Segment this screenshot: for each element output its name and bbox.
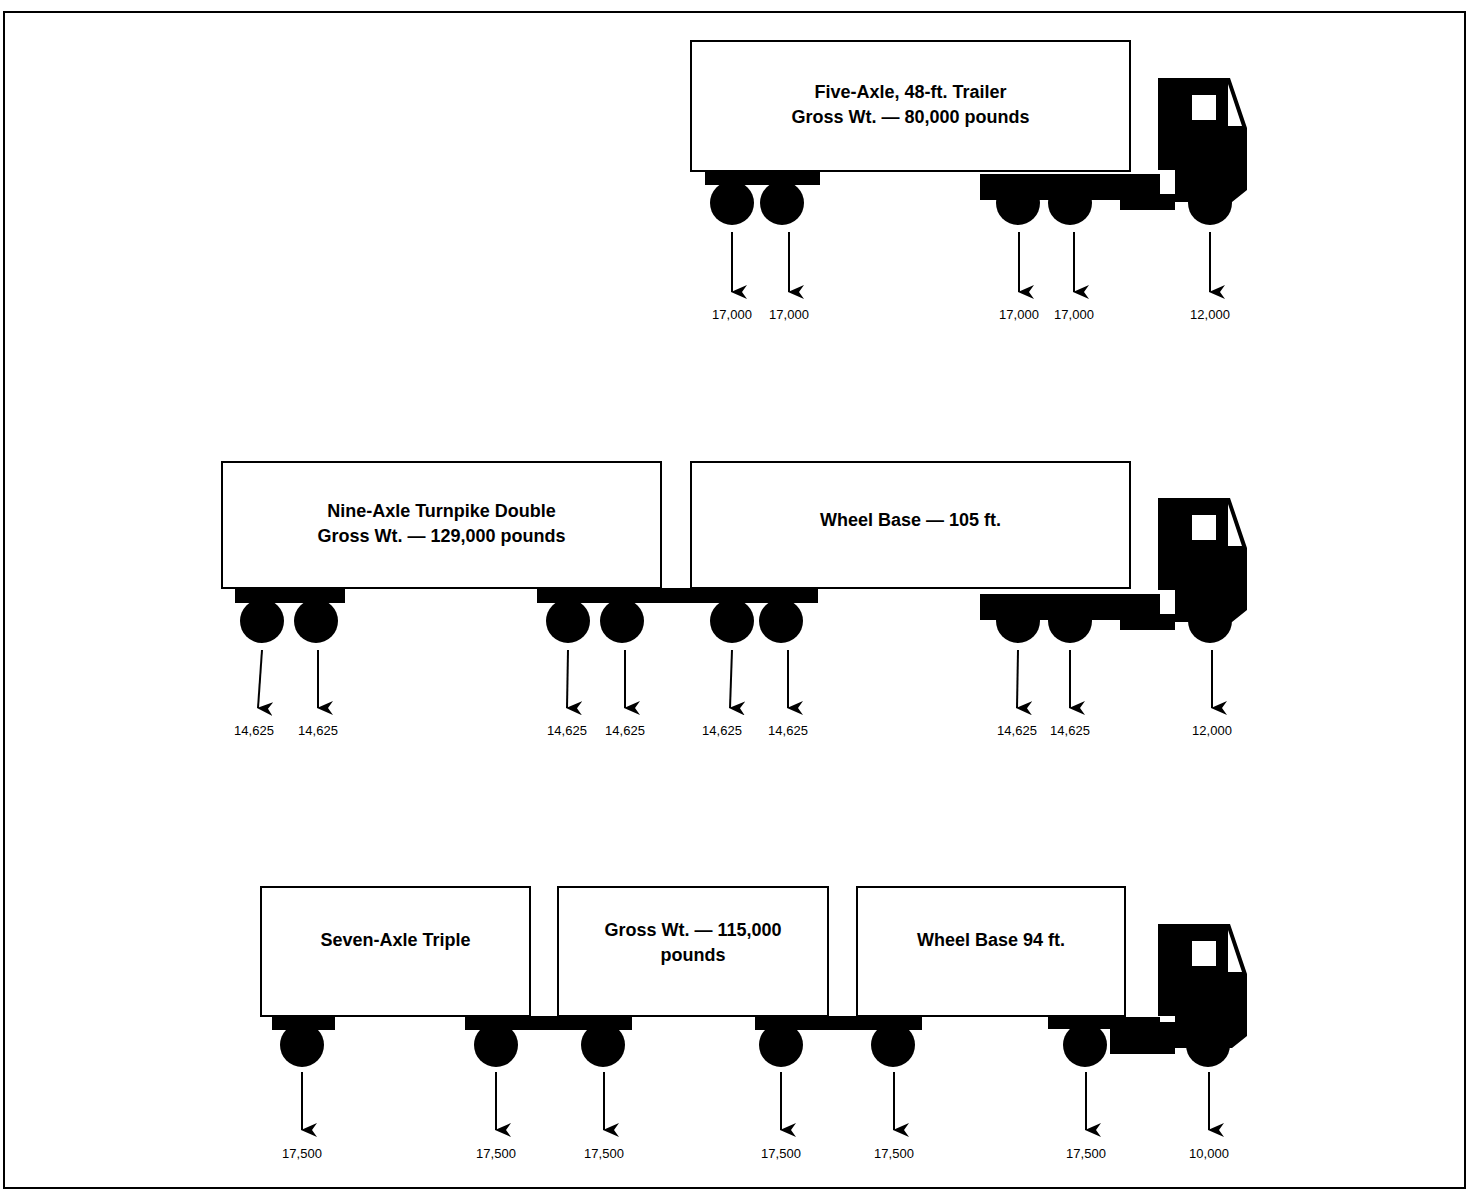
trailer-box: Wheel Base 94 ft. — [856, 886, 1126, 1017]
trailer-text: Wheel Base 94 ft. — [917, 928, 1065, 953]
axle-weight: 17,000 — [998, 307, 1040, 322]
axle-weight: 17,000 — [711, 307, 753, 322]
axle-weight: 12,000 — [1189, 307, 1231, 322]
axle-weight: 10,000 — [1188, 1146, 1230, 1161]
axle-weight: 14,625 — [701, 723, 743, 738]
axle-weight: 17,500 — [281, 1146, 323, 1161]
axle-weight: 17,000 — [1053, 307, 1095, 322]
axle-weight: 17,500 — [873, 1146, 915, 1161]
trailer-text: Gross Wt. — 129,000 pounds — [317, 524, 565, 549]
trailer-box: Wheel Base — 105 ft. — [690, 461, 1131, 589]
trailer-text: Seven-Axle Triple — [320, 928, 470, 953]
trailer-text: Wheel Base — 105 ft. — [820, 508, 1001, 533]
axle-weight: 17,500 — [760, 1146, 802, 1161]
trailer-text: Gross Wt. — 80,000 pounds — [791, 105, 1029, 130]
axle-weight: 14,625 — [233, 723, 275, 738]
axle-weight: 12,000 — [1191, 723, 1233, 738]
trailer-box: Gross Wt. — 115,000 pounds — [557, 886, 829, 1017]
trailer-box: Seven-Axle Triple — [260, 886, 531, 1017]
axle-weight: 14,625 — [996, 723, 1038, 738]
axle-weight: 17,000 — [768, 307, 810, 322]
axle-weight: 14,625 — [767, 723, 809, 738]
trailer-box: Nine-Axle Turnpike DoubleGross Wt. — 129… — [221, 461, 662, 589]
axle-weight: 14,625 — [1049, 723, 1091, 738]
axle-weight: 17,500 — [1065, 1146, 1107, 1161]
axle-weight: 14,625 — [604, 723, 646, 738]
trailer-text: Nine-Axle Turnpike Double — [327, 499, 556, 524]
axle-weight: 14,625 — [546, 723, 588, 738]
trailer-text: Five-Axle, 48-ft. Trailer — [814, 80, 1006, 105]
trailer-text: Gross Wt. — 115,000 pounds — [603, 918, 783, 968]
axle-weight: 17,500 — [583, 1146, 625, 1161]
trailer-box: Five-Axle, 48-ft. TrailerGross Wt. — 80,… — [690, 40, 1131, 172]
frame — [4, 12, 1465, 1188]
axle-weight: 14,625 — [297, 723, 339, 738]
axle-weight: 17,500 — [475, 1146, 517, 1161]
